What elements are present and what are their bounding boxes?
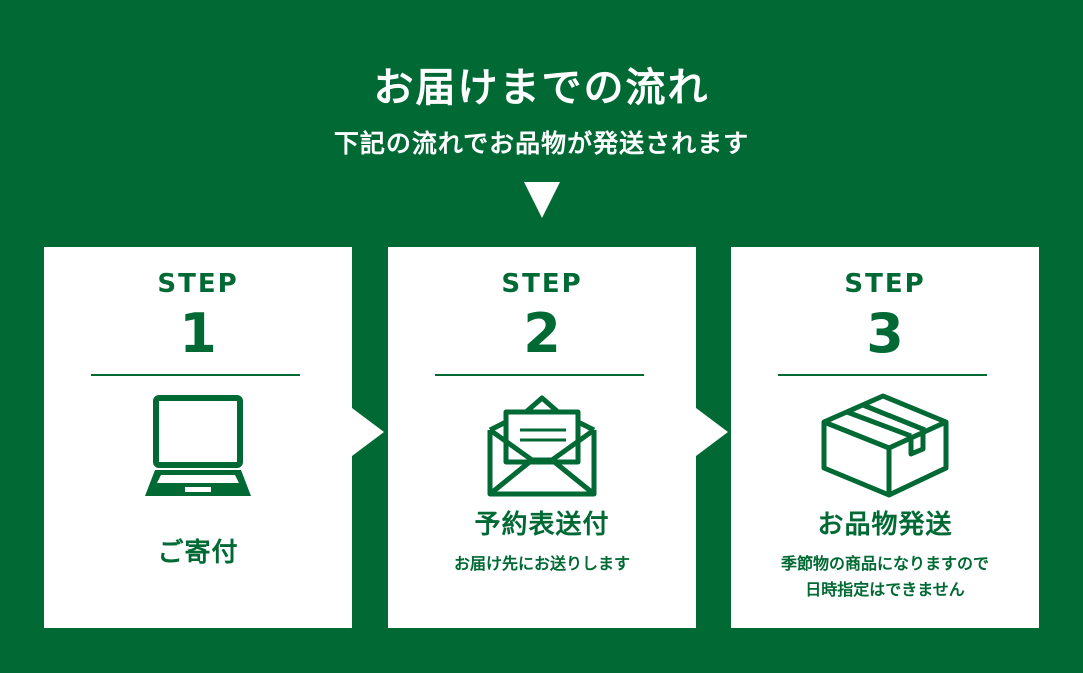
- envelope-letter-icon: [388, 390, 696, 500]
- step-title: 予約表送付: [474, 510, 610, 540]
- step-card-3: STEP 3 お品物発送 季節物の商品になりますので 日時指定はできません: [731, 247, 1039, 628]
- step-description: 日時指定はできません: [805, 580, 965, 599]
- step-title: お品物発送: [817, 510, 953, 540]
- step-label: STEP: [501, 269, 583, 299]
- right-triangle-icon: [352, 408, 384, 456]
- divider: [435, 374, 644, 376]
- laptop-icon: [44, 390, 352, 500]
- step-number: 3: [866, 302, 904, 365]
- step-number: 2: [523, 302, 561, 365]
- step-card-1: STEP 1 ご寄付: [44, 247, 352, 628]
- right-triangle-icon: [696, 408, 728, 456]
- step-title: ご寄付: [157, 538, 239, 568]
- divider: [778, 374, 987, 376]
- step-description: お届け先にお送りします: [453, 554, 630, 573]
- cardboard-box-icon: [731, 390, 1039, 500]
- down-triangle-icon: [524, 182, 560, 218]
- divider: [91, 374, 300, 376]
- step-number: 1: [179, 302, 217, 365]
- step-label: STEP: [844, 269, 926, 299]
- step-label: STEP: [157, 269, 239, 299]
- page-subtitle: 下記の流れでお品物が発送されます: [333, 129, 750, 158]
- step-description: 季節物の商品になりますので: [780, 554, 989, 573]
- step-card-2: STEP 2 予約表送付 お届け先にお送りします: [388, 247, 696, 628]
- page-title: お届けまでの流れ: [373, 65, 710, 111]
